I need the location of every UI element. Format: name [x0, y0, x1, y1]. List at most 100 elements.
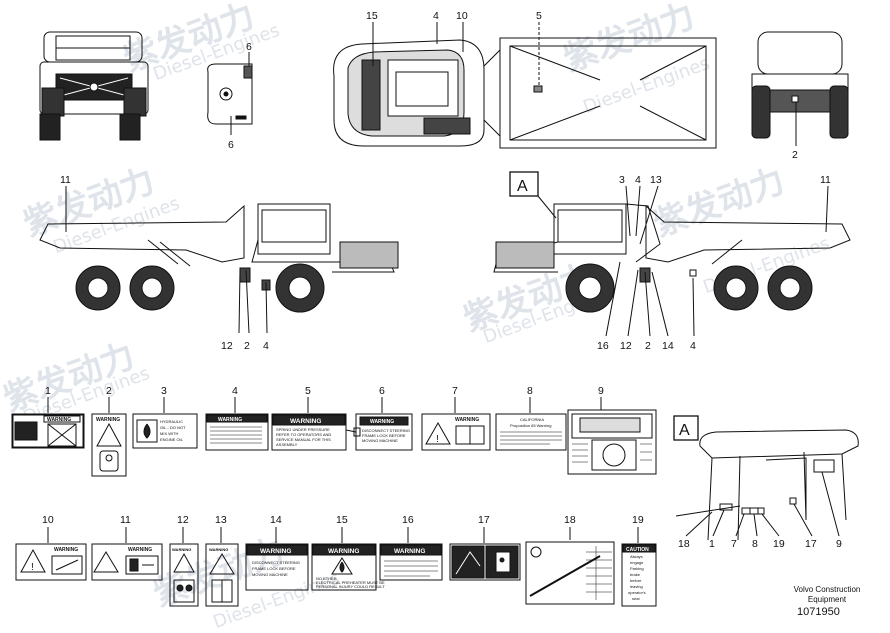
- decal-8: CALIFORNIA Proposition 65 Warning: [495, 413, 567, 451]
- label-number: 10: [42, 514, 54, 526]
- decal-17: [449, 543, 521, 581]
- svg-text:SERVICE MANUAL FOR THIS: SERVICE MANUAL FOR THIS: [276, 437, 331, 442]
- svg-text:WARNING: WARNING: [370, 419, 394, 425]
- label-number: 18: [564, 514, 576, 526]
- svg-text:REFER TO OPERATORS AND: REFER TO OPERATORS AND: [276, 432, 331, 437]
- decal-12: WARNING: [169, 543, 199, 607]
- svg-text:MOVING MACHINE: MOVING MACHINE: [362, 438, 398, 443]
- callout-12-left: 12: [221, 340, 233, 352]
- callout-A-right: A: [517, 178, 528, 195]
- label-number: 5: [305, 385, 311, 397]
- svg-text:WARNING: WARNING: [260, 548, 291, 555]
- svg-text:seat: seat: [632, 596, 640, 601]
- callout-2-right: 2: [645, 340, 651, 352]
- callout-4-left: 4: [263, 340, 269, 352]
- decal-4: WARNING: [205, 413, 269, 451]
- detailA-callout: 17: [805, 538, 817, 550]
- svg-text:MIX WITH: MIX WITH: [160, 431, 179, 436]
- svg-text:ASSEMBLY: ASSEMBLY: [276, 442, 298, 447]
- footer-line2: Equipment: [807, 595, 847, 604]
- svg-text:WARNING: WARNING: [394, 548, 425, 555]
- top-view-machine: [333, 37, 717, 149]
- callout-2-left: 2: [244, 340, 250, 352]
- label-number: 3: [161, 385, 167, 397]
- callout-4b-right: 4: [690, 340, 696, 352]
- callout-4-right: 4: [635, 174, 641, 186]
- label-number: 14: [270, 514, 282, 526]
- svg-text:WARNING: WARNING: [172, 547, 191, 552]
- label-number: 19: [632, 514, 644, 526]
- svg-text:WARNING: WARNING: [218, 417, 242, 423]
- svg-text:WARNING: WARNING: [128, 547, 152, 553]
- footer-code: 1071950: [797, 606, 840, 618]
- svg-text:WARNING: WARNING: [96, 417, 120, 423]
- svg-text:WARNING: WARNING: [290, 418, 321, 425]
- callout-15-top: 15: [366, 10, 378, 22]
- label-number: 15: [336, 514, 348, 526]
- svg-text:Parking: Parking: [630, 566, 644, 571]
- decal-3: HYDRAULIC OIL - DO NOT MIX WITH ENGINE O…: [132, 413, 198, 449]
- decal-19: CAUTION Always engage Parking brake befo…: [621, 543, 657, 607]
- label-number: 7: [452, 385, 458, 397]
- label-number: 9: [598, 385, 604, 397]
- footer-line1: Volvo Construction: [793, 585, 861, 594]
- decal-16: WARNING: [379, 543, 443, 581]
- decal-6: WARNING DISCONNECT STEERING FRAME LOCK B…: [355, 413, 413, 451]
- callout-12-right: 12: [620, 340, 632, 352]
- label-number: 17: [478, 514, 490, 526]
- svg-text:MOVING MACHINE: MOVING MACHINE: [252, 572, 288, 577]
- decal-13: WARNING: [205, 543, 239, 607]
- decal-5: WARNING SPRING UNDER PRESSURE REFER TO O…: [271, 413, 361, 451]
- svg-text:ELECTRICAL PREHEATER MUST BE: ELECTRICAL PREHEATER MUST BE: [316, 580, 385, 585]
- callout-13-right: 13: [650, 174, 662, 186]
- decal-10: WARNING !: [15, 543, 87, 581]
- label-number: 13: [215, 514, 227, 526]
- callout-3-right: 3: [619, 174, 625, 186]
- label-number: 4: [232, 385, 238, 397]
- svg-text:OIL - DO NOT: OIL - DO NOT: [160, 425, 186, 430]
- svg-text:WARNING: WARNING: [455, 417, 479, 423]
- label-number: 12: [177, 514, 189, 526]
- svg-text:Always: Always: [630, 554, 643, 559]
- svg-text:!: !: [31, 562, 34, 573]
- callout-5-top: 5: [536, 10, 542, 22]
- decal-9: [567, 409, 657, 475]
- decal-14: WARNING DISCONNECT STEERING FRAME LOCK B…: [245, 543, 309, 591]
- callout-14-right: 14: [662, 340, 674, 352]
- detail-A: A: [673, 415, 859, 541]
- decal-15: WARNING NO ETHER ELECTRICAL PREHEATER MU…: [311, 543, 385, 591]
- svg-text:engage: engage: [630, 560, 644, 565]
- detailA-callout: 8: [752, 538, 758, 550]
- label-number: 11: [120, 514, 131, 526]
- detailA-callout: 9: [836, 538, 842, 550]
- svg-text:HYDRAULIC: HYDRAULIC: [160, 419, 183, 424]
- svg-text:SPRING UNDER PRESSURE: SPRING UNDER PRESSURE: [276, 427, 330, 432]
- svg-text:DISCONNECT STEERING: DISCONNECT STEERING: [362, 428, 410, 433]
- detailA-callout: 7: [731, 538, 737, 550]
- decal-1: WARNING: [11, 413, 85, 449]
- svg-text:Proposition 65 Warning: Proposition 65 Warning: [510, 423, 551, 428]
- decal-11: WARNING: [91, 543, 163, 581]
- detailA-callout: 18: [678, 538, 690, 550]
- svg-text:FRAME LOCK BEFORE: FRAME LOCK BEFORE: [252, 566, 296, 571]
- svg-text:before: before: [630, 578, 642, 583]
- label-number: 8: [527, 385, 533, 397]
- svg-text:WARNING: WARNING: [209, 547, 228, 552]
- left-side-machine: [39, 203, 399, 313]
- callout-2-rear: 2: [792, 149, 798, 161]
- callout-16-right: 16: [597, 340, 609, 352]
- decal-2: WARNING: [91, 413, 127, 477]
- callout-6a: 6: [246, 41, 252, 53]
- svg-text:PERSONAL INJURY COULD RESULT: PERSONAL INJURY COULD RESULT: [316, 584, 385, 589]
- decal-18: [525, 541, 615, 605]
- svg-text:WARNING: WARNING: [54, 547, 78, 553]
- label-number: 2: [106, 385, 112, 397]
- label-number: 6: [379, 385, 385, 397]
- svg-text:NO ETHER: NO ETHER: [316, 576, 337, 581]
- svg-text:WARNING: WARNING: [47, 417, 71, 423]
- svg-text:WARNING: WARNING: [328, 548, 359, 555]
- detail-view-6: [207, 63, 253, 125]
- callout-6b: 6: [228, 139, 234, 151]
- svg-text:brake: brake: [630, 572, 641, 577]
